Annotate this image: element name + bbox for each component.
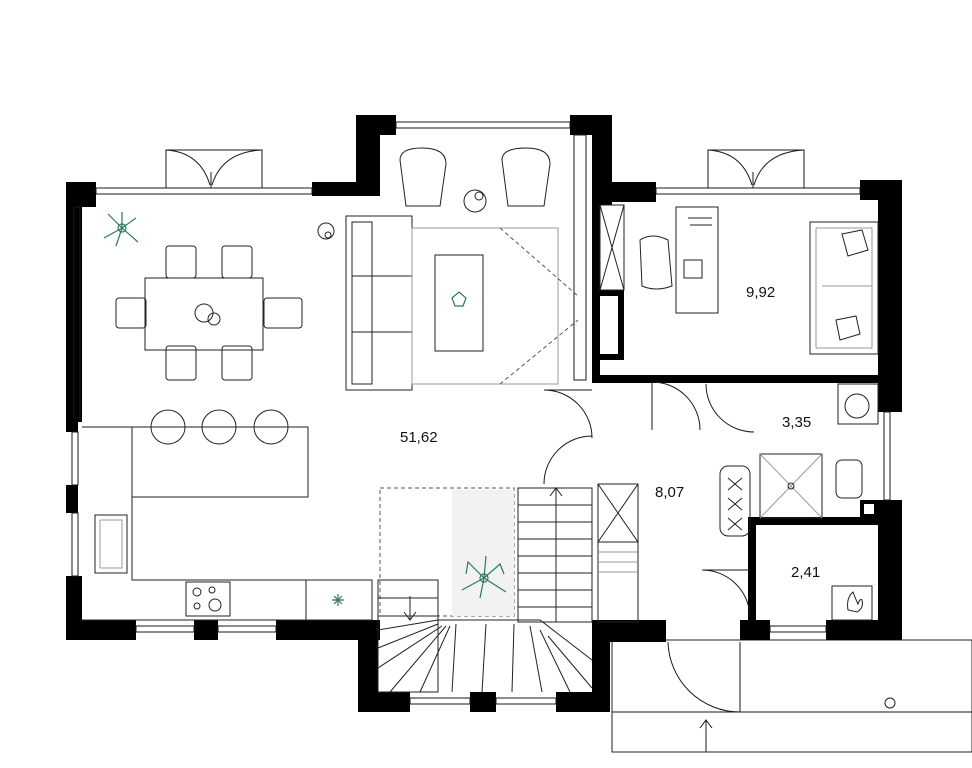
boiler: [831, 585, 873, 621]
area-label-bedroom: 9,92: [746, 284, 775, 301]
plants: [103, 212, 507, 599]
wardrobes: [597, 204, 639, 623]
plant-icon: [461, 555, 507, 599]
bedroom-furniture: [639, 206, 879, 355]
kitchen-island: [131, 409, 309, 498]
area-label-bathroom: 3,35: [782, 414, 811, 431]
doors: [543, 381, 755, 713]
plant-icon: [103, 212, 139, 247]
living-set: [317, 215, 579, 391]
area-label-living: 51,62: [400, 429, 438, 446]
kitchen-counter: [82, 426, 373, 621]
bathroom-fixtures: [719, 383, 879, 537]
terrace: [611, 639, 972, 753]
windows: [71, 121, 891, 705]
partitions: [592, 200, 878, 627]
area-label-hall: 8,07: [655, 484, 684, 501]
dining-set: [115, 245, 303, 381]
exterior-walls: [66, 115, 902, 712]
area-label-boiler: 2,41: [791, 564, 820, 581]
armchairs: [399, 147, 551, 213]
staircase: [377, 487, 593, 693]
french-doors: [165, 149, 805, 189]
